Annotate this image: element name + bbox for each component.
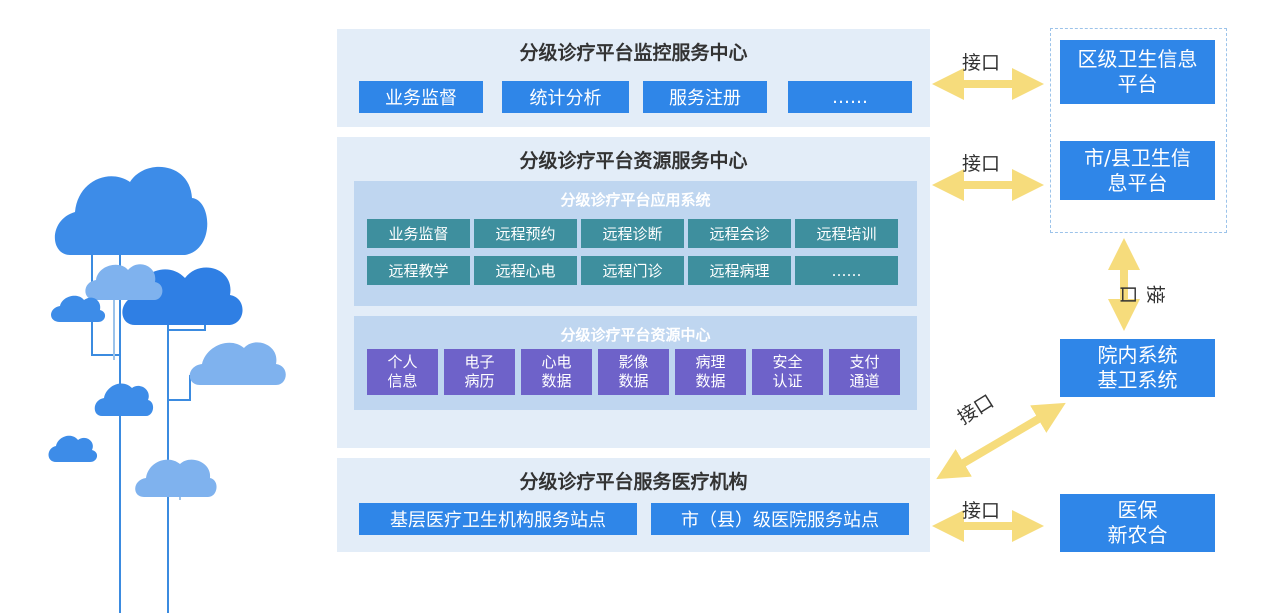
interface-label: 接口 [1117, 285, 1166, 305]
cloud-icon [54, 166, 208, 255]
monitor-button-1[interactable]: 统计分析 [502, 81, 629, 113]
resource-title: 分级诊疗平台资源服务中心 [519, 150, 748, 172]
interface-label: 接口 [962, 153, 1001, 175]
interface-label: 接口 [962, 52, 1001, 74]
app-item[interactable]: 远程心电 [474, 256, 577, 285]
monitor-button-2[interactable]: 服务注册 [643, 81, 767, 113]
double-arrow-icon [936, 402, 1066, 480]
resource-item[interactable]: 病理数据 [675, 349, 746, 395]
medical-insurance-box[interactable]: 医保新农合 [1060, 494, 1215, 552]
app-system-title: 分级诊疗平台应用系统 [560, 191, 711, 209]
app-item[interactable]: …… [795, 256, 898, 285]
resource-item[interactable]: 个人信息 [367, 349, 438, 395]
cloud-icon [135, 459, 217, 497]
resource-center-box: 分级诊疗平台资源中心 个人信息 电子病历 心电数据 影像数据 病理数据 安全认证… [354, 316, 917, 410]
cloud-tree-illustration [48, 166, 286, 613]
cloud-icon [48, 435, 98, 462]
app-item[interactable]: 远程门诊 [581, 256, 684, 285]
health-info-platform-group [1050, 28, 1227, 233]
app-item[interactable]: 远程病理 [688, 256, 791, 285]
resource-panel: 分级诊疗平台资源服务中心 分级诊疗平台应用系统 业务监督 远程预约 远程诊断 远… [337, 137, 930, 448]
app-system-box: 分级诊疗平台应用系统 业务监督 远程预约 远程诊断 远程会诊 远程培训 远程教学… [354, 181, 917, 306]
cloud-icon [189, 342, 286, 385]
cloud-icon [85, 264, 163, 300]
grassroots-station-button[interactable]: 基层医疗卫生机构服务站点 [359, 503, 637, 535]
monitor-button-3[interactable]: …… [788, 81, 912, 113]
district-health-platform[interactable]: 区级卫生信息平台 [1060, 40, 1215, 104]
app-item[interactable]: 远程教学 [367, 256, 470, 285]
app-item[interactable]: 业务监督 [367, 219, 470, 248]
app-item[interactable]: 远程培训 [795, 219, 898, 248]
interface-label: 接口 [962, 500, 1001, 522]
institutions-title: 分级诊疗平台服务医疗机构 [519, 471, 748, 493]
county-hospital-station-button[interactable]: 市（县）级医院服务站点 [651, 503, 909, 535]
monitor-title: 分级诊疗平台监控服务中心 [519, 42, 748, 64]
cloud-icon [51, 295, 106, 322]
monitor-panel: 分级诊疗平台监控服务中心 业务监督 统计分析 服务注册 …… [337, 29, 930, 127]
resource-item[interactable]: 安全认证 [752, 349, 823, 395]
resource-item[interactable]: 电子病历 [444, 349, 515, 395]
hospital-system-box[interactable]: 院内系统基卫系统 [1060, 339, 1215, 397]
cloud-icon [94, 383, 154, 416]
resource-item[interactable]: 影像数据 [598, 349, 669, 395]
app-item[interactable]: 远程预约 [474, 219, 577, 248]
app-item[interactable]: 远程诊断 [581, 219, 684, 248]
city-county-health-platform[interactable]: 市/县卫生信息平台 [1060, 141, 1215, 200]
app-item[interactable]: 远程会诊 [688, 219, 791, 248]
institutions-panel: 分级诊疗平台服务医疗机构 基层医疗卫生机构服务站点 市（县）级医院服务站点 [337, 458, 930, 552]
resource-center-title: 分级诊疗平台资源中心 [560, 326, 711, 344]
resource-item[interactable]: 支付通道 [829, 349, 900, 395]
resource-item[interactable]: 心电数据 [521, 349, 592, 395]
monitor-button-0[interactable]: 业务监督 [359, 81, 483, 113]
